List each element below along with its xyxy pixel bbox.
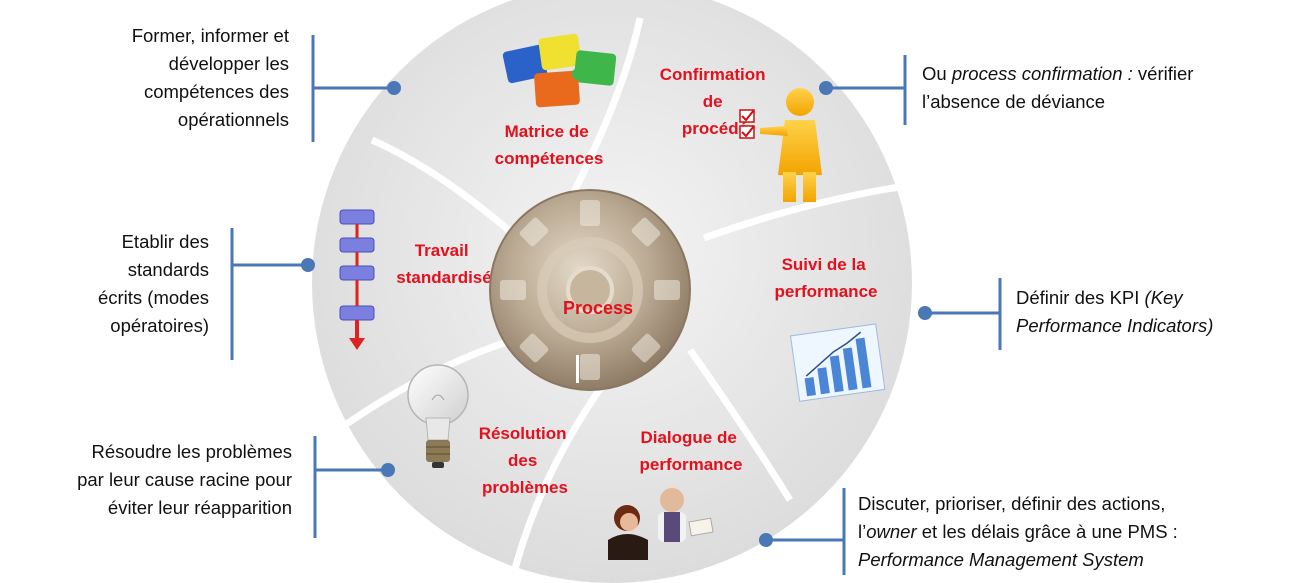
note-text: l’ xyxy=(858,521,867,542)
lightbulb-icon xyxy=(407,364,469,468)
gear-icon xyxy=(489,189,691,391)
note-line: standards xyxy=(127,259,209,280)
note-line: compétences des xyxy=(143,81,289,102)
note-italic-text: Performance Indicators) xyxy=(1016,315,1214,336)
flowchart-icon xyxy=(339,209,375,350)
note-text: Ou xyxy=(922,63,952,84)
note-confirmation: Ou process confirmation : vérifier l’abs… xyxy=(922,60,1193,116)
center-label: Process xyxy=(563,298,633,318)
note-italic-text: Performance Management System xyxy=(858,549,1144,570)
note-italic-text: (Key xyxy=(1144,287,1183,308)
segment-label-dialogue: Dialogue de performance xyxy=(640,428,743,474)
gear-marker xyxy=(576,355,579,383)
segment-label-confirmation: Confirmation de procédé xyxy=(660,65,771,138)
note-text: vérifier xyxy=(1132,63,1194,84)
note-italic-text: owner xyxy=(866,521,917,542)
note-line: l’absence de déviance xyxy=(922,91,1106,112)
note-line: opératoires) xyxy=(110,315,209,336)
note-line: par leur cause racine pour xyxy=(77,469,292,490)
note-italic-text: process confirmation : xyxy=(951,63,1133,84)
note-line: développer les xyxy=(168,53,289,74)
segment-label-travail: Travail standardisé xyxy=(396,241,491,287)
bar-chart-icon xyxy=(789,323,886,402)
note-pms: Discuter, prioriser, définir des actions… xyxy=(858,490,1178,574)
note-kpi: Définir des KPI (Key Performance Indicat… xyxy=(1016,284,1213,340)
note-competences: Former, informer et développer les compé… xyxy=(132,22,289,134)
connectors xyxy=(230,35,1002,575)
segment-label-matrice: Matrice de compétences xyxy=(495,122,604,168)
note-line: Discuter, prioriser, définir des actions… xyxy=(858,493,1166,514)
note-text: Définir des KPI xyxy=(1016,287,1145,308)
segment-label-resolution: Résolution des problèmes xyxy=(479,424,572,497)
note-standards: Etablir des standards écrits (modes opér… xyxy=(98,228,209,340)
note-line: éviter leur réapparition xyxy=(107,497,292,518)
note-problemes: Résoudre les problèmes par leur cause ra… xyxy=(77,438,292,522)
segment-label-suivi: Suivi de la performance xyxy=(775,255,878,301)
note-line: Etablir des xyxy=(121,231,209,252)
note-line: Former, informer et xyxy=(131,25,289,46)
note-line: Résoudre les problèmes xyxy=(91,441,292,462)
meeting-icon xyxy=(608,488,714,560)
note-line: opérationnels xyxy=(177,109,289,130)
person-checklist-icon xyxy=(739,88,822,202)
note-line: écrits (modes xyxy=(97,287,209,308)
puzzle-icon xyxy=(502,33,617,108)
note-text: et les délais grâce à une PMS : xyxy=(916,521,1178,542)
